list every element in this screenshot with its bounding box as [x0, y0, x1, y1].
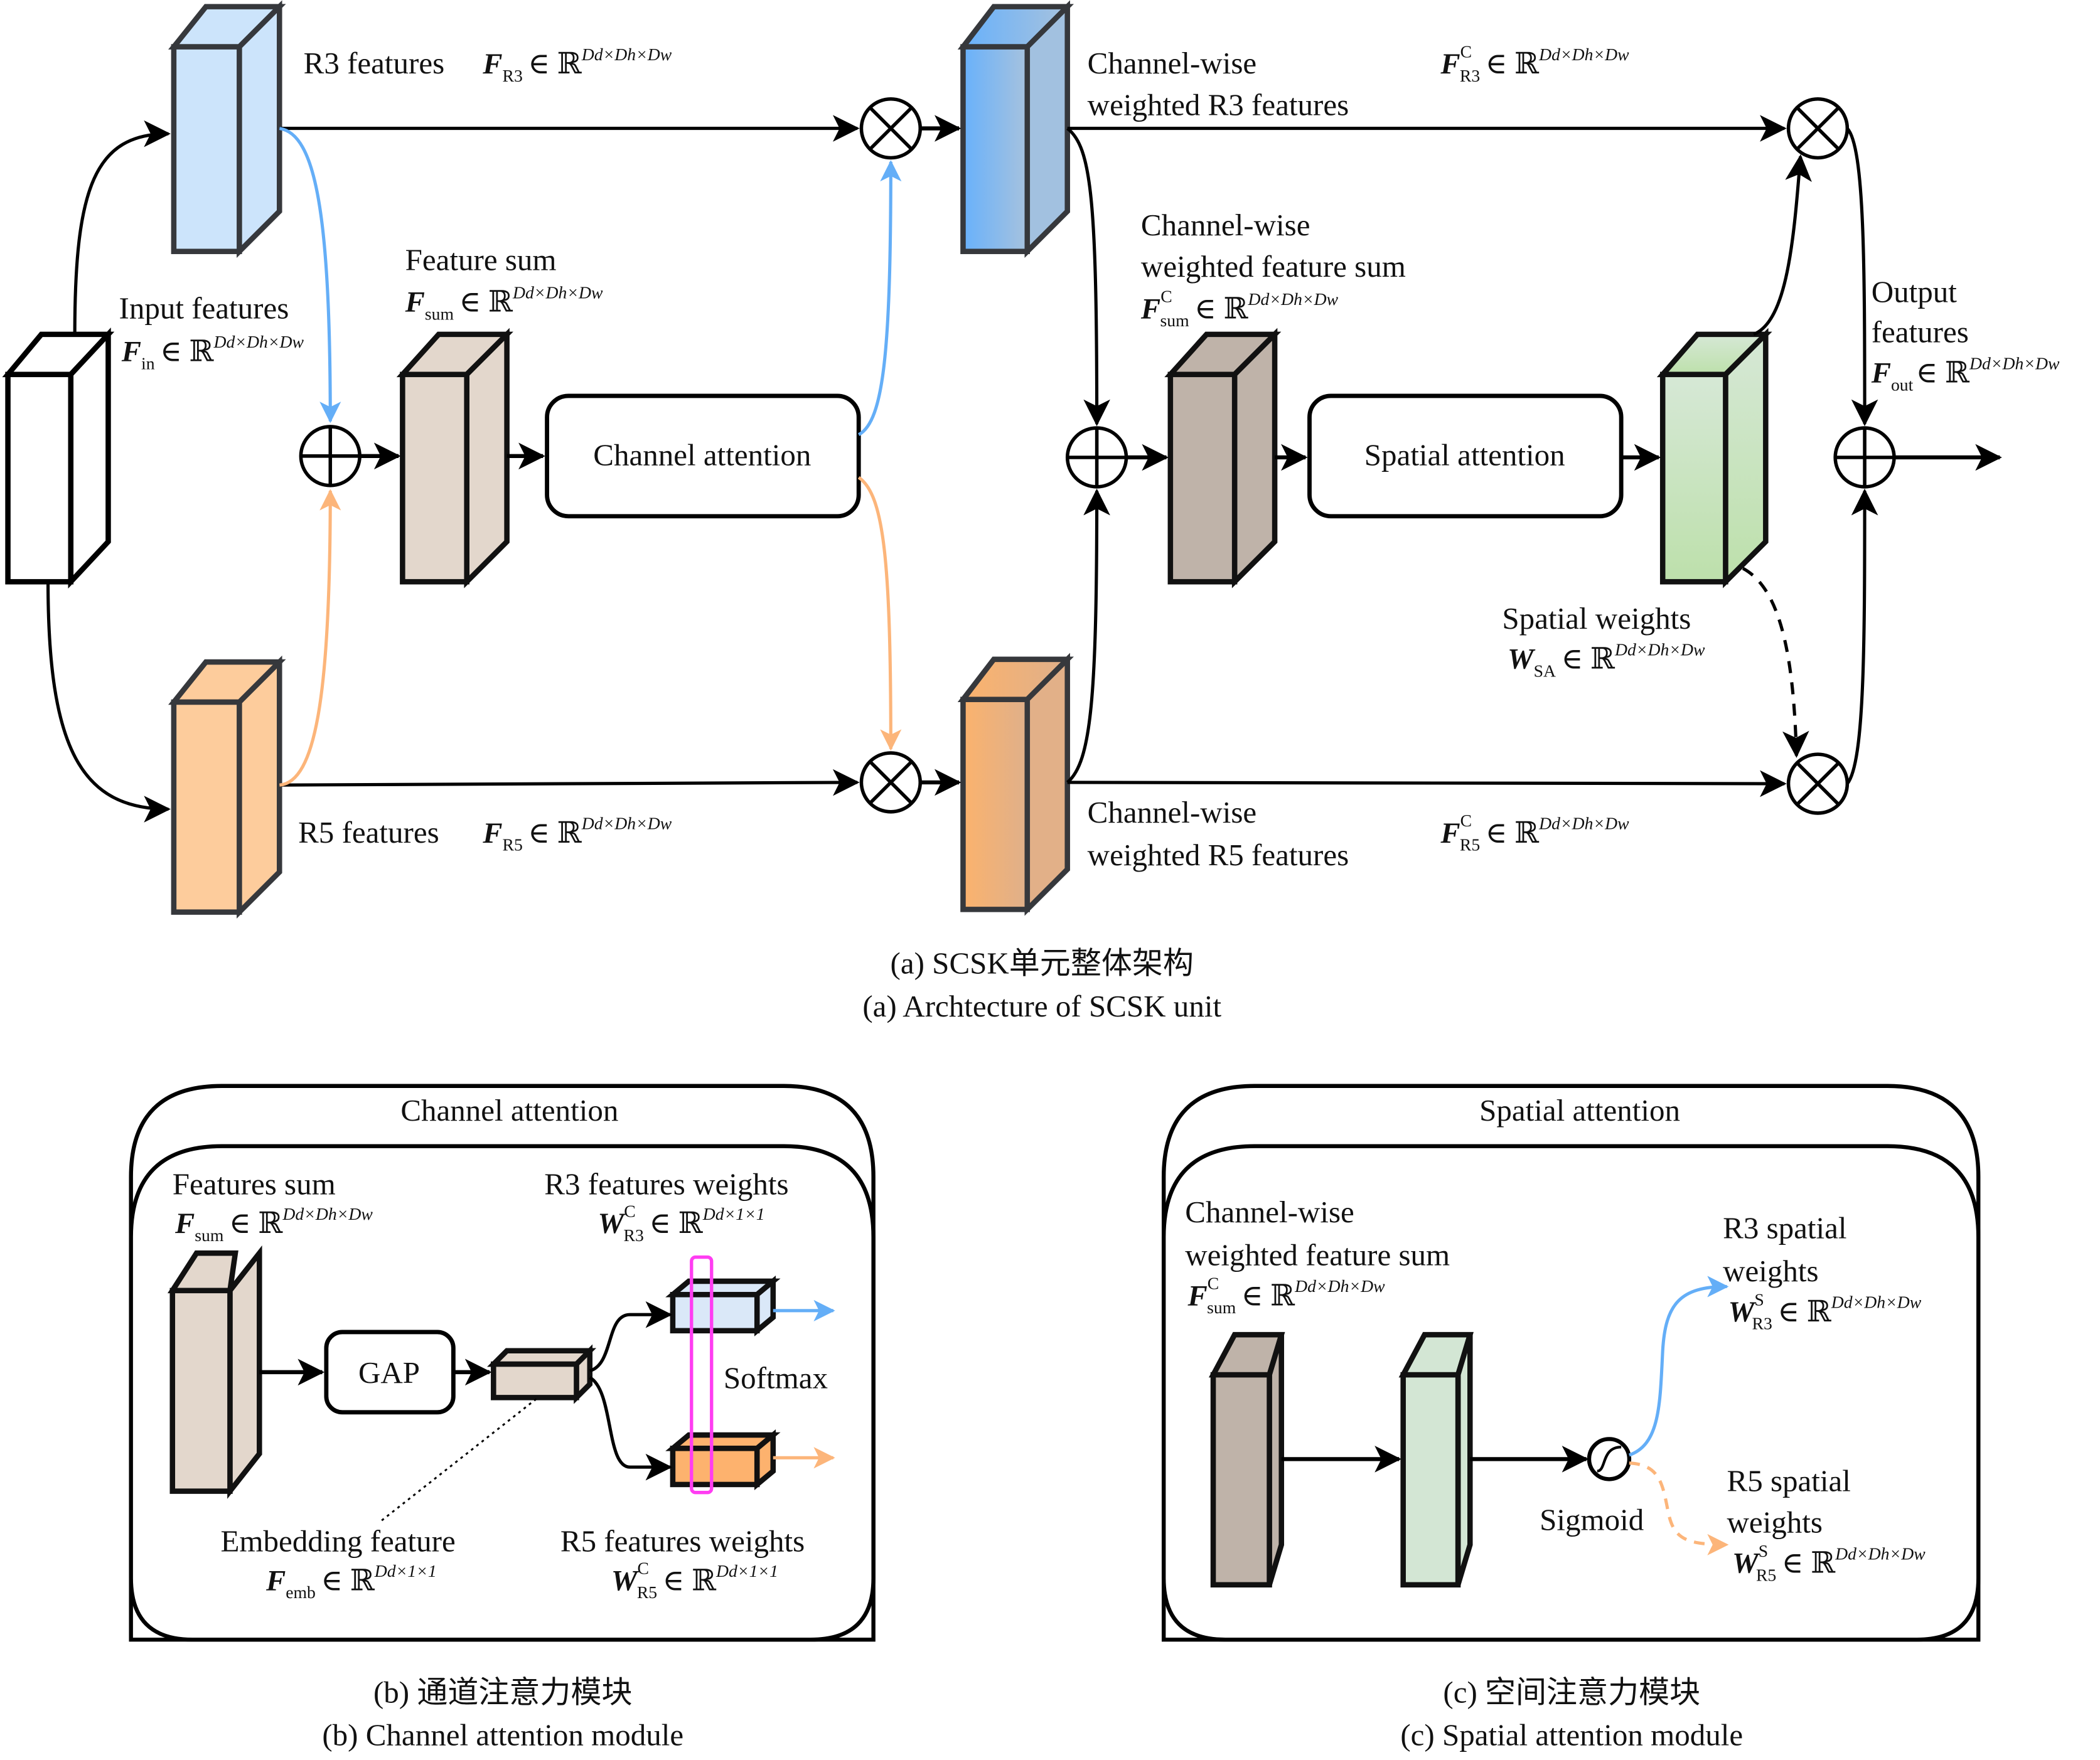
panel-c: Spatial attention Channel-wise weighted … [1161, 1084, 1981, 1752]
multiply-operator-r3 [859, 97, 923, 160]
cw-r5-label-line2: weighted R5 features [1088, 838, 1349, 872]
features-sum-label: Features sum [173, 1166, 336, 1201]
r3-features-formula: FR3∈ ℝDd×Dh×Dw [482, 45, 672, 85]
r5-features-block [168, 655, 286, 919]
weighted-r3-block [957, 0, 1074, 259]
r5-spatial-label-line1: R5 spatial [1727, 1464, 1851, 1498]
features-sum-formula: Fsum∈ ℝDd×Dh×Dw [174, 1204, 373, 1245]
r3-weights-label: R3 features weights [544, 1166, 788, 1201]
gap-label: GAP [358, 1355, 420, 1390]
r5-weights-block [665, 1429, 781, 1491]
add-operator-1 [299, 425, 362, 488]
panel-a-caption-en: (a) Archtecture of SCSK unit [862, 989, 1221, 1023]
r3-features-label: R3 features [304, 46, 445, 80]
edges-panel-c [1281, 1276, 1729, 1555]
add-operator-out [1833, 426, 1896, 489]
output-features-formula: Fout∈ ℝDd×Dh×Dw [1871, 353, 2060, 394]
r3-features-block [168, 0, 286, 259]
r5-spatial-label-line2: weights [1727, 1505, 1823, 1540]
panel-b: Channel attention Features sum Fsum∈ ℝDd… [129, 1084, 876, 1752]
multiply-operator-r5 [859, 751, 923, 814]
channel-attention-label: Channel attention [593, 438, 811, 472]
cw-sum-block-c [1208, 1331, 1285, 1588]
output-features-label-line2: features [1872, 315, 1969, 349]
spatial-attention-label: Spatial attention [1364, 438, 1565, 472]
panel-a: Channel attention Spatial attention [2, 0, 2060, 1023]
edges-panel-a [46, 115, 2002, 823]
cw-r5-label-line1: Channel-wise [1088, 795, 1257, 829]
input-features-label: Input features [119, 291, 289, 325]
r3-spatial-label-line2: weights [1723, 1254, 1818, 1288]
embedding-feature-formula: Femb∈ ℝDd×1×1 [265, 1561, 437, 1602]
cw-r3-label-line1: Channel-wise [1088, 46, 1257, 80]
multiply-operator-out-r3 [1786, 97, 1850, 160]
embedding-feature-label: Embedding feature [220, 1523, 455, 1558]
softmax-label: Softmax [724, 1360, 828, 1395]
r3-spatial-label-line1: R3 spatial [1723, 1211, 1846, 1245]
weighted-r5-block [957, 653, 1074, 916]
cw-sum-label-line1: Channel-wise [1141, 208, 1310, 242]
spatial-block-c [1398, 1331, 1474, 1588]
feature-sum-block [396, 328, 513, 589]
multiply-operator-out-r5 [1786, 752, 1850, 815]
spatial-attention-inner-frame [1161, 1144, 1981, 1642]
r5-features-label: R5 features [298, 815, 439, 850]
feature-sum-formula: Fsum∈ ℝDd×Dh×Dw [405, 282, 603, 323]
r3-weights-block [665, 1275, 781, 1336]
cw-feature-sum-block [1164, 328, 1282, 589]
panel-b-caption-zh: (b) 通道注意力模块 [373, 1675, 633, 1709]
input-features-block [2, 328, 115, 589]
panel-b-caption-en: (b) Channel attention module [322, 1718, 683, 1752]
feature-sum-label: Feature sum [405, 243, 557, 277]
spatial-weights-block [1656, 328, 1772, 589]
features-sum-block-b [167, 1245, 262, 1499]
add-operator-2 [1065, 426, 1128, 489]
softmax-highlight [690, 1255, 714, 1495]
channel-attention-box [545, 393, 861, 519]
r5-weights-label: R5 features weights [560, 1523, 805, 1558]
r5-features-formula: FR5∈ ℝDd×Dh×Dw [482, 814, 672, 855]
channel-attention-title: Channel attention [400, 1093, 618, 1128]
cw-r3-label-line2: weighted R3 features [1088, 87, 1349, 122]
spatial-weights-label: Spatial weights [1502, 601, 1691, 636]
spatial-attention-title: Spatial attention [1479, 1093, 1680, 1128]
sigmoid-label: Sigmoid [1540, 1502, 1644, 1537]
embedding-block [487, 1344, 597, 1404]
spatial-weights-formula: WSA∈ ℝDd×Dh×Dw [1508, 639, 1705, 680]
panel-c-caption-en: (c) Spatial attention module [1400, 1718, 1743, 1752]
cw-sum-c-label-line1: Channel-wise [1185, 1195, 1354, 1229]
input-features-formula: Fin∈ ℝDd×Dh×Dw [121, 332, 304, 373]
cw-sum-label-line2: weighted feature sum [1141, 249, 1406, 284]
edges-panel-b [259, 1299, 835, 1523]
panel-a-caption-zh: (a) SCSK单元整体架构 [891, 946, 1194, 981]
output-features-label-line1: Output [1872, 275, 1958, 309]
panel-c-caption-zh: (c) 空间注意力模块 [1443, 1675, 1700, 1709]
cw-sum-c-label-line2: weighted feature sum [1185, 1237, 1450, 1272]
sigmoid-operator [1587, 1437, 1632, 1481]
